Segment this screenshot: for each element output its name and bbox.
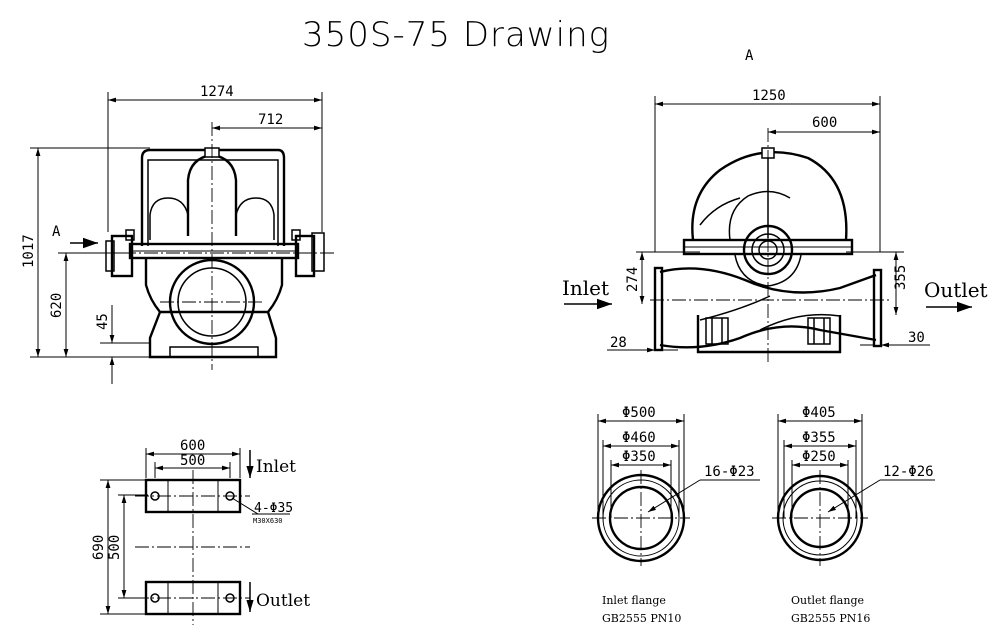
inlet-flange-view: Φ500 Φ460 Φ350 16-Φ23 Inlet flange GB255… — [592, 405, 760, 625]
base-outlet-label: Outlet — [256, 591, 310, 611]
base-inlet-label: Inlet — [256, 457, 296, 477]
dim-front-height-total: 1017 — [21, 234, 37, 268]
dim-side-width: 1250 — [752, 88, 786, 104]
inlet-d-bolt: Φ460 — [622, 430, 656, 446]
inlet-caption-2: GB2555 PN10 — [602, 612, 681, 625]
dim-base-inner-width: 500 — [180, 453, 205, 469]
dim-base-outer-width: 600 — [180, 438, 205, 454]
dim-side-half: 600 — [812, 115, 837, 131]
inlet-d-outer: Φ500 — [622, 405, 656, 421]
inlet-caption-1: Inlet flange — [602, 594, 666, 607]
outlet-d-inner: Φ250 — [802, 449, 836, 465]
dim-inlet-flange: 28 — [610, 335, 627, 351]
side-view: 1250 600 — [562, 88, 988, 365]
outlet-caption-2: GB2555 PN16 — [791, 612, 870, 625]
outlet-d-outer: Φ405 — [802, 405, 836, 421]
dim-base-outer-length: 690 — [91, 535, 107, 560]
side-inlet-label: Inlet — [562, 276, 609, 300]
outlet-flange-view: Φ405 Φ355 Φ250 12-Φ26 Outlet flange GB25… — [772, 405, 935, 625]
dim-outlet-height: 355 — [893, 265, 909, 290]
bolt-spec-label: M30X630 — [253, 517, 283, 525]
drawing-title: 350S-75 Drawing — [302, 15, 610, 55]
view-arrow-label: A — [52, 224, 61, 240]
front-view: 1274 712 1017 620 45 A — [21, 84, 335, 384]
section-marker: A — [745, 48, 754, 64]
dim-base-inner-length: 500 — [107, 535, 123, 560]
dim-front-base: 45 — [95, 313, 111, 330]
outlet-holes: 12-Φ26 — [883, 464, 934, 480]
dim-front-half: 712 — [258, 112, 283, 128]
side-outlet-label: Outlet — [924, 278, 988, 302]
dim-inlet-height: 274 — [625, 267, 641, 292]
dim-front-width: 1274 — [200, 84, 234, 100]
dim-front-center-height: 620 — [49, 293, 65, 318]
inlet-d-inner: Φ350 — [622, 449, 656, 465]
bolt-hole-label: 4-Φ35 — [254, 501, 293, 516]
dim-outlet-flange: 30 — [908, 330, 925, 346]
inlet-holes: 16-Φ23 — [704, 464, 755, 480]
outlet-d-bolt: Φ355 — [802, 430, 836, 446]
base-view: 600 500 690 500 4-Φ3 — [91, 438, 310, 625]
outlet-caption-1: Outlet flange — [791, 594, 864, 607]
